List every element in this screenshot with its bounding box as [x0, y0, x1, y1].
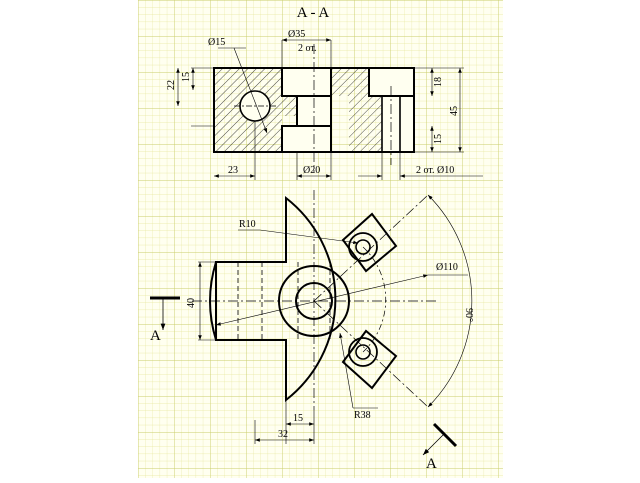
slot-lower [341, 329, 398, 390]
dia-20: Ø20 [303, 165, 320, 176]
dia-110: Ø110 [436, 262, 458, 273]
dim-22: 22 [166, 80, 177, 90]
dim-23: 23 [228, 165, 238, 176]
dim-40: 40 [186, 298, 197, 308]
bottom-bore-void [282, 126, 331, 152]
angle-90: 90° [463, 308, 474, 322]
right-step-void [369, 68, 414, 96]
dim-18: 18 [433, 77, 444, 87]
cut-label-left: A [150, 328, 161, 344]
dim-32: 32 [278, 429, 288, 440]
radius-r10: R10 [239, 219, 256, 230]
top-bore-void [282, 68, 331, 96]
right-hole-void [382, 96, 414, 152]
hole-upper [355, 239, 371, 255]
dia-35: Ø35 [288, 29, 305, 40]
dim-45: 45 [449, 106, 460, 116]
technical-drawing: A - A 22 15 18 45 15 [138, 0, 503, 478]
plan-view: R10 Ø110 40 90° R38 15 32 A A [150, 190, 474, 472]
dia-15: Ø15 [208, 37, 225, 48]
hole-lower [355, 344, 371, 360]
cut-label-right: A [426, 456, 437, 472]
dim-15-plan: 15 [293, 413, 303, 424]
bore-count: 2 от. [298, 43, 317, 54]
dim-15-right: 15 [433, 134, 444, 144]
dim-15-left: 15 [181, 72, 192, 82]
section-view: 22 15 18 45 15 Ø35 2 от. Ø15 23 Ø20 2 от… [166, 29, 483, 180]
holes-note: 2 от. Ø10 [416, 165, 454, 176]
radius-r38: R38 [354, 410, 371, 421]
section-title: A - A [297, 5, 330, 21]
cut-line-right [432, 422, 458, 448]
drawing-sheet: A - A 22 15 18 45 15 [138, 0, 503, 478]
